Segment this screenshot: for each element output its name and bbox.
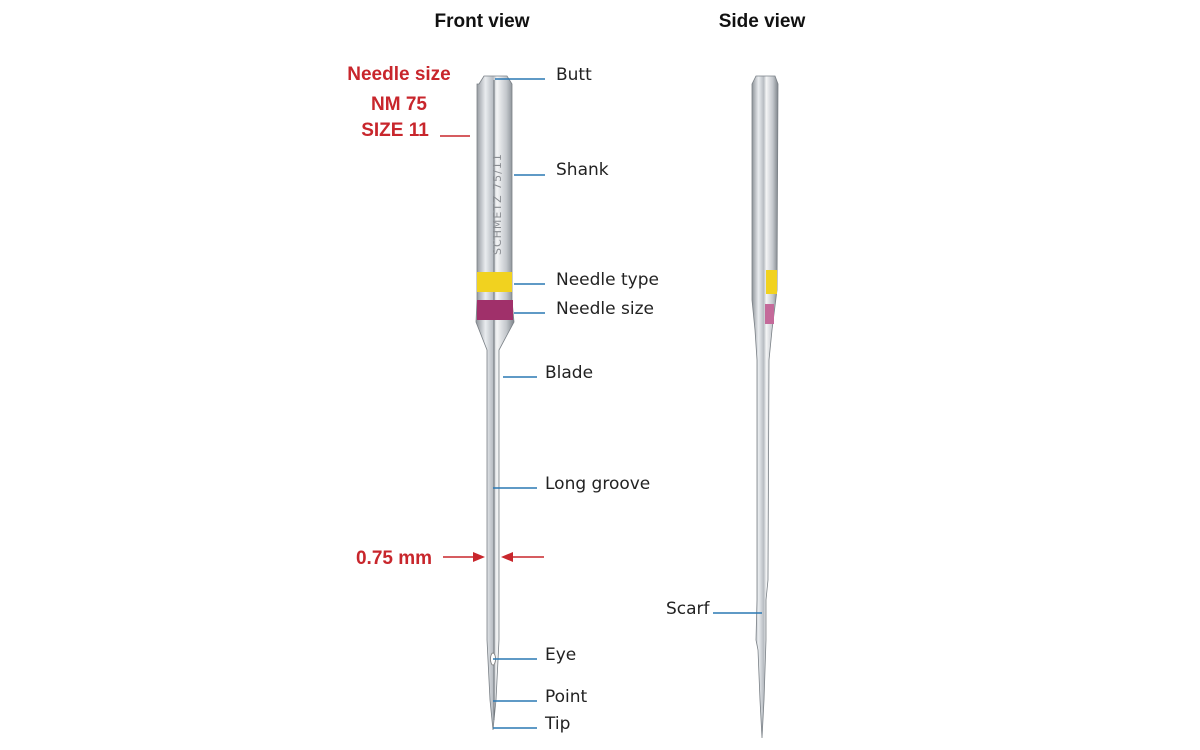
needle-size-band — [477, 300, 513, 320]
label-tip: Tip — [544, 714, 570, 734]
label-shank: Shank — [556, 160, 609, 180]
label-needle-size: Needle size — [556, 299, 654, 319]
front-view-title: Front view — [434, 11, 529, 32]
diameter-arrow-left — [443, 552, 485, 562]
side-view-title: Side view — [719, 11, 806, 32]
needle-size-us: SIZE 11 — [361, 120, 429, 141]
side-size-band — [765, 304, 774, 324]
label-scarf: Scarf — [666, 599, 711, 619]
label-butt: Butt — [556, 65, 592, 85]
brand-marking: SCHMETZ 75/11 — [491, 153, 504, 255]
needle-type-band — [477, 272, 512, 292]
side-type-band — [766, 270, 777, 294]
side-needle — [751, 75, 779, 739]
diameter-label: 0.75 mm — [356, 548, 432, 569]
label-point: Point — [545, 687, 588, 707]
label-blade: Blade — [545, 363, 593, 383]
label-eye: Eye — [545, 645, 576, 665]
needle-size-heading: Needle size — [347, 64, 451, 85]
diameter-arrow-right — [501, 552, 544, 562]
front-needle: SCHMETZ 75/11 — [475, 75, 515, 731]
label-needle-type: Needle type — [556, 270, 659, 290]
label-long-groove: Long groove — [545, 474, 650, 494]
needle-size-nm: NM 75 — [371, 94, 427, 115]
